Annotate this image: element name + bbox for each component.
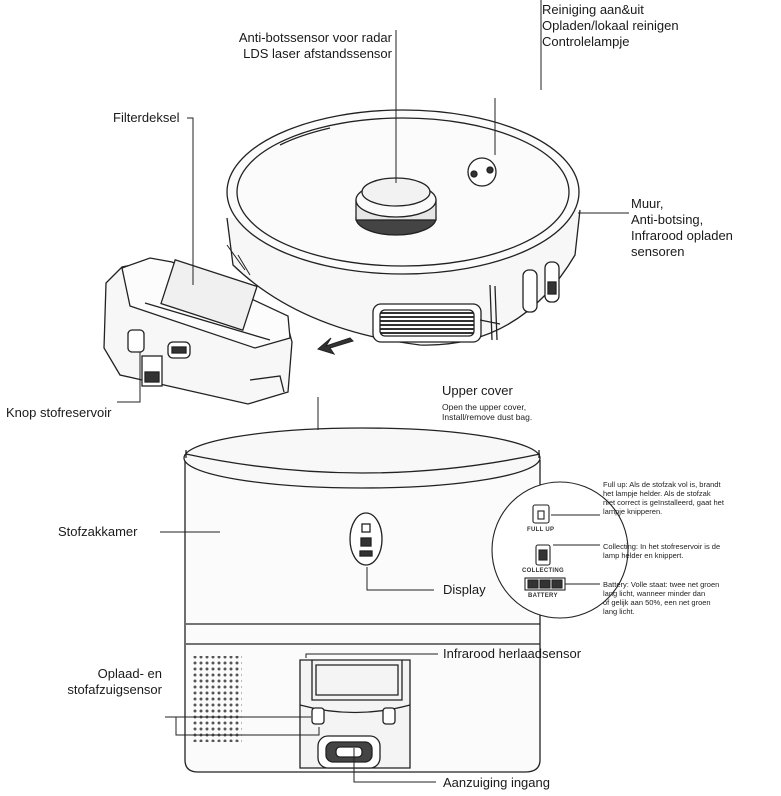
antibots-line-1: Anti-botssensor voor radar	[238, 30, 392, 45]
filterdeksel-label: Filterdeksel	[113, 110, 180, 125]
display-label: Display	[443, 582, 486, 597]
battery-line-2: lang licht, wanneer minder dan	[603, 589, 706, 598]
full-up-icon-label: FULL UP	[527, 527, 555, 533]
upper-cover-desc-line-1: Open the upper cover,	[442, 402, 527, 412]
reiniging-label: Reiniging aan&uit Opladen/lokaal reinige…	[542, 2, 679, 50]
robot-vacuum	[226, 109, 581, 346]
removal-arrow-icon	[316, 337, 354, 355]
collecting-icon-label: COLLECTING	[522, 568, 564, 574]
infrarood-label: Infrarood herlaadsensor	[443, 646, 582, 661]
aanzuiging-label: Aanzuiging ingang	[443, 775, 550, 790]
muur-line-1: Muur,	[631, 196, 664, 211]
battery-desc: Battery: Volle staat: twee net groen lan…	[603, 580, 778, 616]
full-up-line-1: Full up: Als de stofzak vol is, brandt	[603, 480, 721, 489]
oplaad-line-2: stofafzuigsensor	[67, 682, 162, 697]
full-up-line-3: niet correct is geïnstalleerd, gaat het	[603, 498, 724, 507]
collecting-line-2: lamp helder en knippert.	[603, 551, 684, 560]
reiniging-line-1: Reiniging aan&uit	[542, 2, 644, 17]
muur-line-4: sensoren	[631, 244, 685, 259]
full-up-line-4: lampje knipperen.	[603, 507, 663, 516]
collecting-desc: Collecting: In het stofreservoir is de l…	[603, 542, 778, 560]
base-station	[183, 427, 541, 773]
dust-bin	[103, 257, 293, 405]
leader-lines	[117, 0, 629, 783]
full-up-line-2: het lampje helder. Als de stofzak	[603, 489, 711, 498]
battery-line-4: lang licht.	[603, 607, 635, 616]
reiniging-line-3: Controlelampje	[542, 34, 630, 49]
reiniging-line-2: Opladen/lokaal reinigen	[542, 18, 679, 33]
battery-icon-label: BATTERY	[528, 593, 558, 599]
stofzakkamer-label: Stofzakkamer	[58, 524, 138, 539]
antibots-label: Anti-botssensor voor radar LDS laser afs…	[205, 30, 392, 62]
knop-label: Knop stofreservoir	[6, 405, 112, 420]
battery-line-1: Battery: Volle staat: twee net groen	[603, 580, 720, 589]
muur-line-3: Infrarood opladen	[631, 228, 733, 243]
muur-label: Muur, Anti-botsing, Infrarood opladen se…	[631, 196, 733, 260]
full-up-desc: Full up: Als de stofzak vol is, brandt h…	[603, 480, 778, 516]
upper-cover-desc-line-2: Install/remove dust bag.	[442, 412, 533, 422]
oplaad-line-1: Oplaad- en	[97, 666, 162, 681]
oplaad-label: Oplaad- en stofafzuigsensor	[40, 666, 162, 698]
muur-line-2: Anti-botsing,	[631, 212, 704, 227]
antibots-line-2: LDS laser afstandssensor	[243, 46, 392, 61]
battery-line-3: of gelijk aan 50%, een net groen	[603, 598, 711, 607]
collecting-line-1: Collecting: In het stofreservoir is de	[603, 542, 721, 551]
upper-cover-title: Upper cover	[442, 383, 513, 398]
upper-cover-desc: Open the upper cover, Install/remove dus…	[442, 402, 532, 422]
